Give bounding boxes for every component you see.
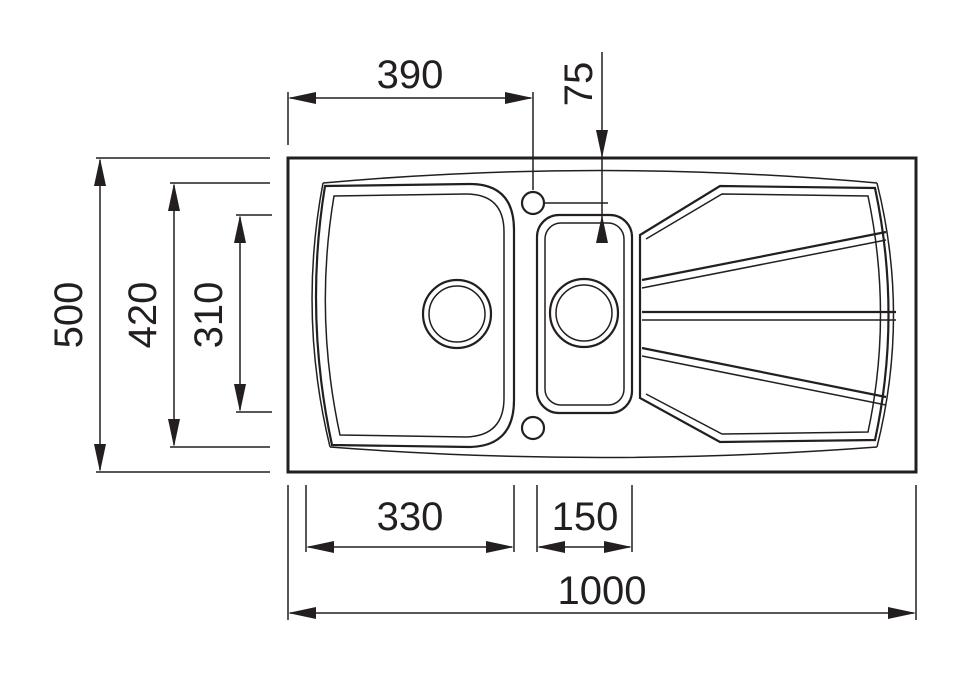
dimension-main-bowl-width: 330 <box>306 495 514 553</box>
second-drain-inner <box>555 284 613 342</box>
dimension-tap-hole-offset: 390 <box>288 53 533 104</box>
dimension-main-bowl-depth: 420 <box>121 183 180 447</box>
dimension-overall-depth-label: 500 <box>47 282 91 349</box>
second-drain-outer <box>548 277 620 349</box>
drainboard-outline <box>638 184 890 444</box>
tap-hole-lower <box>520 415 546 441</box>
main-bowl-inner <box>324 193 505 438</box>
main-drain-outer <box>421 278 493 350</box>
sink-rim-top <box>322 169 878 184</box>
dimension-overall-depth: 500 <box>47 158 106 472</box>
dimension-tap-hole-offset-label: 390 <box>377 53 444 97</box>
sink-rim-right <box>876 182 895 448</box>
dimension-second-bowl-depth: 310 <box>187 215 246 412</box>
sink-rim-bottom <box>329 446 878 459</box>
dimension-second-bowl-width: 150 <box>537 495 632 553</box>
drainboard-inner-outline <box>645 193 882 435</box>
dimension-main-bowl-depth-label: 420 <box>121 282 165 349</box>
drainboard-rib-1 <box>641 230 887 282</box>
drainboard <box>638 184 896 444</box>
dimension-overall-width: 1000 <box>288 569 916 619</box>
main-bowl <box>314 182 516 449</box>
dimension-second-bowl-width-label: 150 <box>552 495 619 539</box>
tap-hole-upper <box>520 190 546 216</box>
second-bowl-inner <box>544 222 625 406</box>
drainboard-rib-3 <box>641 346 887 399</box>
dimension-overall-width-label: 1000 <box>558 569 647 613</box>
dimension-second-bowl-top-offset: 75 <box>557 52 608 243</box>
dimension-main-bowl-width-label: 330 <box>377 495 444 539</box>
drainboard-rib-3b <box>641 355 887 406</box>
main-drain-inner <box>428 285 486 343</box>
main-bowl-outer <box>314 182 516 449</box>
drainboard-rib-1b <box>641 239 887 289</box>
sink-rim-left <box>311 182 331 448</box>
second-bowl <box>535 213 634 415</box>
dimension-second-bowl-top-offset-label: 75 <box>557 62 601 107</box>
second-bowl-outer <box>535 213 634 415</box>
extension-lines <box>96 92 917 620</box>
dimension-second-bowl-depth-label: 310 <box>187 282 231 349</box>
